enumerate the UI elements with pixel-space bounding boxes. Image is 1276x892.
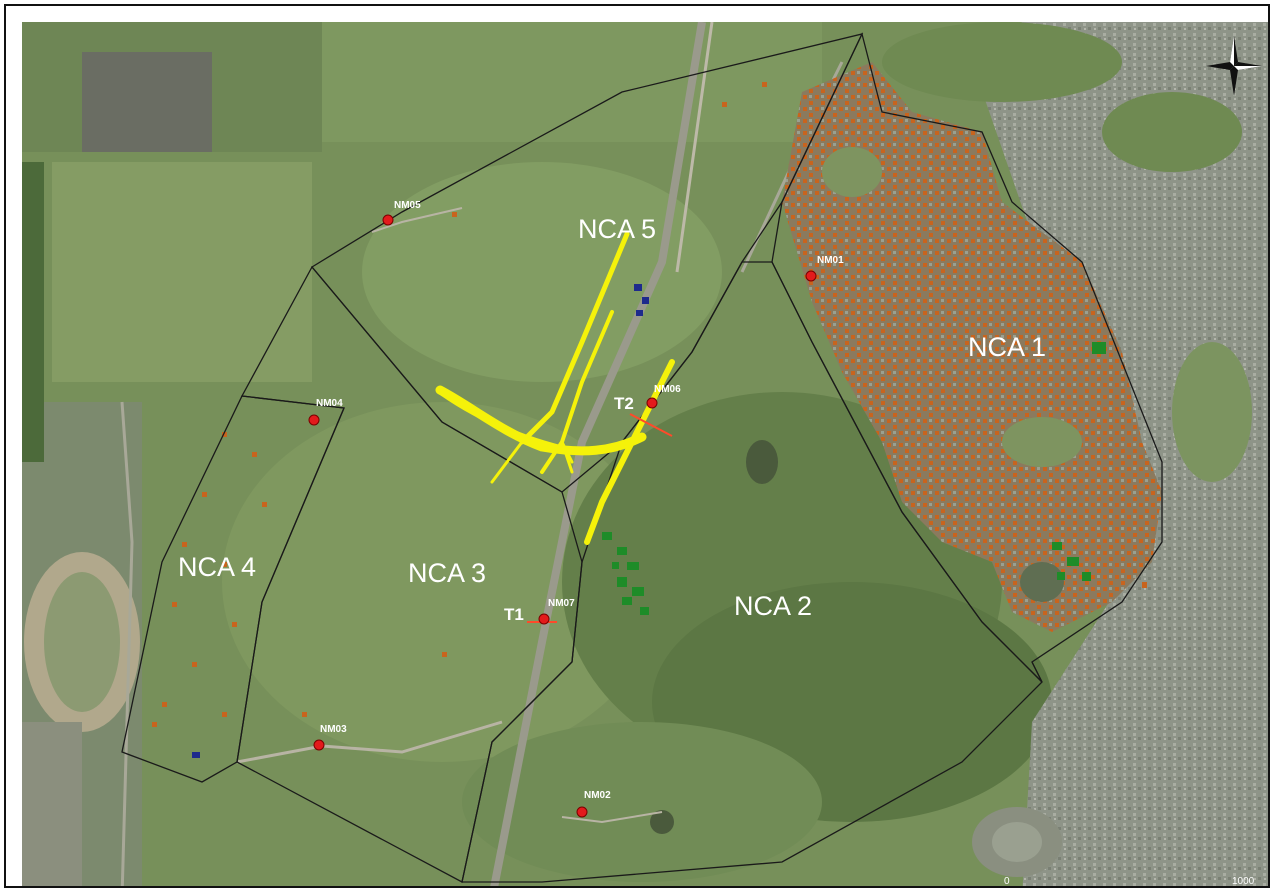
monitor-label-nm04: NM04 (316, 398, 343, 409)
monitor-labels: NM05 NM01 NM06 NM04 NM07 NM03 NM02 (316, 200, 844, 801)
monitor-point-nm02[interactable] (576, 806, 588, 818)
map-canvas[interactable]: NM05 NM01 NM06 NM04 NM07 NM03 NM02 T2 T1… (22, 22, 1268, 887)
monitor-label-nm02: NM02 (584, 790, 611, 801)
nca1-label: NCA 1 (968, 332, 1046, 362)
transect-labels: T2 T1 (504, 394, 634, 624)
monitor-label-nm06: NM06 (654, 384, 681, 395)
nca4-label: NCA 4 (178, 552, 256, 582)
transect-label-t1: T1 (504, 605, 524, 624)
nca-boundaries (121, 32, 1163, 883)
north-arrow-icon (1206, 36, 1262, 96)
scale-bar: 0 1000 (1004, 876, 1255, 887)
nca2-boundary (461, 261, 1043, 883)
monitor-label-nm07: NM07 (548, 598, 575, 609)
receiver-buildings (152, 82, 1147, 758)
map-frame: NM05 NM01 NM06 NM04 NM07 NM03 NM02 T2 T1… (4, 4, 1270, 888)
monitor-label-nm03: NM03 (320, 724, 347, 735)
nca2-label: NCA 2 (734, 591, 812, 621)
monitor-point-nm07[interactable] (538, 613, 550, 625)
monitor-point-nm05[interactable] (382, 214, 394, 226)
monitor-point-nm04[interactable] (308, 414, 320, 426)
monitor-point-nm01[interactable] (805, 270, 817, 282)
road-proposal (435, 231, 675, 545)
monitor-point-nm03[interactable] (313, 739, 325, 751)
monitoring-points (308, 214, 817, 818)
scale-end-label: 1000 (1232, 876, 1255, 887)
scale-start-label: 0 (1004, 876, 1010, 887)
aerial-map: NM05 NM01 NM06 NM04 NM07 NM03 NM02 T2 T1… (22, 22, 1268, 887)
nca5-label: NCA 5 (578, 214, 656, 244)
transect-label-t2: T2 (614, 394, 634, 413)
residential-area-nca1 (782, 62, 1162, 632)
nca-labels: NCA 5 NCA 1 NCA 4 NCA 3 NCA 2 (178, 214, 1046, 621)
nca3-label: NCA 3 (408, 558, 486, 588)
monitor-label-nm01: NM01 (817, 255, 844, 266)
monitor-label-nm05: NM05 (394, 200, 421, 211)
monitor-point-nm06[interactable] (646, 397, 658, 409)
